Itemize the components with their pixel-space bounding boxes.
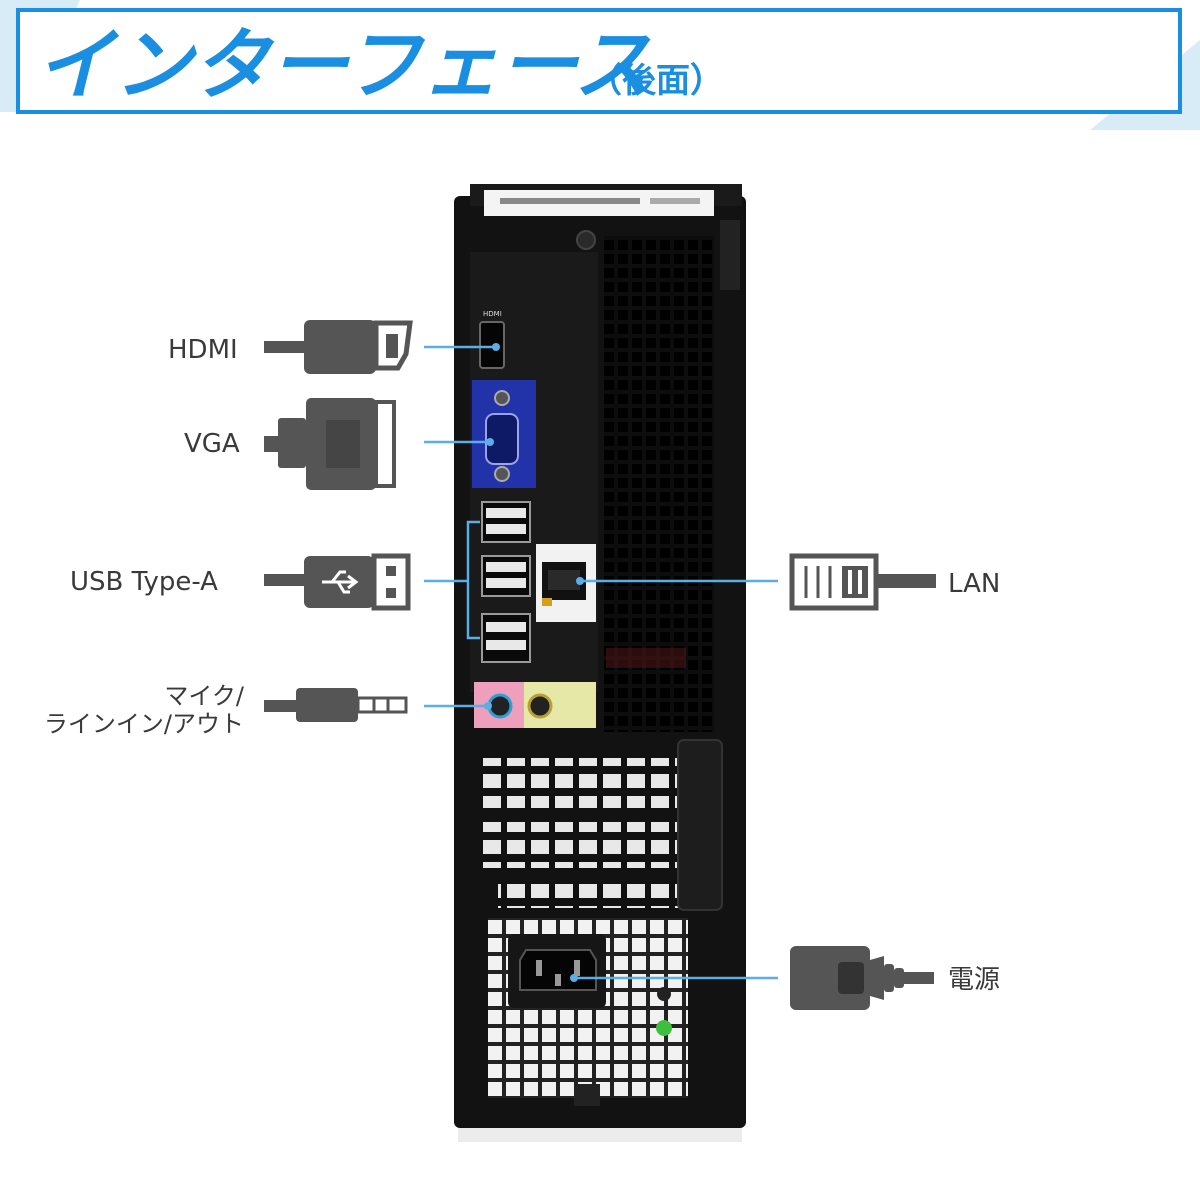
audio-plug-icon (264, 688, 408, 722)
hdmi-port: HDMI (479, 310, 505, 369)
label-hdmi: HDMI (168, 335, 238, 365)
pc-chassis-rear: HDMI (454, 184, 746, 1142)
label-vga: VGA (184, 429, 240, 459)
label-power: 電源 (948, 965, 1000, 995)
vga-port (472, 380, 536, 488)
lan-port (536, 544, 596, 622)
svg-text:HDMI: HDMI (483, 310, 502, 318)
slot-latch (677, 739, 723, 911)
header-frame (16, 8, 1182, 114)
page-title: インターフェース (36, 21, 651, 111)
label-audio-line1: マイク/ (164, 682, 245, 710)
page-subtitle: （後面） (588, 61, 724, 101)
audio-ports (474, 682, 596, 728)
usb-ports (481, 501, 531, 663)
vga-plug-icon (264, 398, 396, 490)
header-banner: インターフェース （後面） (0, 0, 1200, 130)
power-plug-icon (790, 946, 934, 1010)
leader-lines (424, 345, 778, 980)
label-usb: USB Type-A (70, 567, 218, 597)
label-lan: LAN (948, 569, 1000, 599)
power-supply (488, 918, 688, 1106)
expansion-slot-1 (480, 758, 700, 808)
expansion-slot-2 (480, 822, 700, 868)
usb-plug-icon (264, 553, 411, 611)
lan-plug-icon (789, 553, 936, 611)
hdmi-plug-icon (264, 320, 413, 374)
label-audio-line2: ラインイン/アウト (44, 710, 244, 738)
